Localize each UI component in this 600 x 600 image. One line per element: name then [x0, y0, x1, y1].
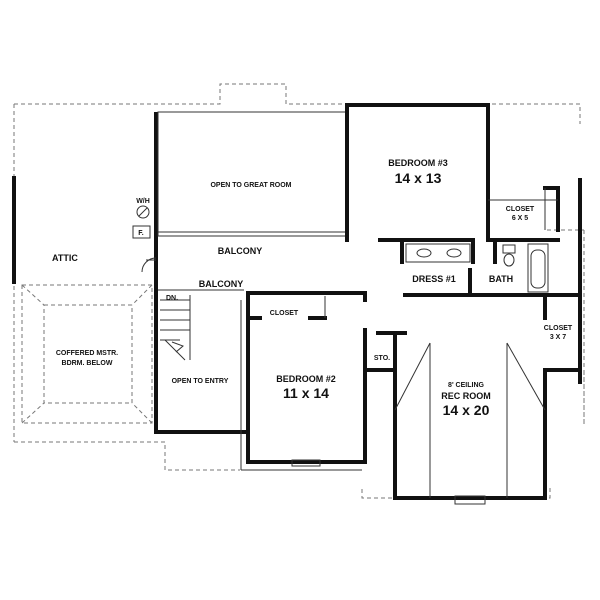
stair-dn-label: DN.	[166, 295, 178, 302]
bath-label: BATH	[489, 274, 513, 284]
exterior-walls	[12, 103, 582, 434]
balcony-lower-label: BALCONY	[199, 279, 244, 289]
mechanical	[132, 205, 151, 239]
attic-label: ATTIC	[52, 253, 78, 263]
bedroom-2-name: BEDROOM #2	[276, 374, 336, 384]
rec-ceiling-label: 8' CEILING	[448, 382, 484, 389]
dress-label: DRESS #1	[412, 274, 456, 284]
closet-bed2-label: CLOSET	[270, 310, 299, 317]
storage-walls	[363, 331, 407, 500]
furnace-label: F.	[138, 230, 144, 237]
coffered-label-line1: COFFERED MSTR.	[56, 350, 118, 357]
closet-1-size: 6 X 5	[512, 215, 528, 222]
stair-and-balcony	[141, 257, 367, 361]
closet-2-name: CLOSET	[544, 325, 573, 332]
open-entry-label: OPEN TO ENTRY	[172, 378, 229, 385]
open-to-great-room	[157, 103, 349, 242]
rec-room-walls	[393, 342, 582, 505]
balcony-upper-label: BALCONY	[218, 246, 263, 256]
open-great-room-label: OPEN TO GREAT ROOM	[210, 182, 291, 189]
bath-dress-walls	[400, 238, 582, 320]
bedroom-3-walls	[378, 186, 560, 242]
storage-label: STO.	[374, 355, 390, 362]
closet-2-size: 3 X 7	[550, 334, 566, 341]
coffered-ceiling-outline	[21, 284, 153, 424]
water-heater-label: W/H	[136, 198, 150, 205]
rec-room-size: 14 x 20	[443, 402, 490, 418]
bedroom-2-size: 11 x 14	[283, 385, 329, 401]
bedroom-3-size: 14 x 13	[395, 170, 442, 186]
bedroom-3-name: BEDROOM #3	[388, 158, 448, 168]
closet-1-name: CLOSET	[506, 206, 535, 213]
coffered-label-line2: BDRM. BELOW	[62, 360, 113, 367]
bedroom-2-walls	[240, 291, 367, 471]
rec-room-name: REC ROOM	[441, 391, 491, 401]
